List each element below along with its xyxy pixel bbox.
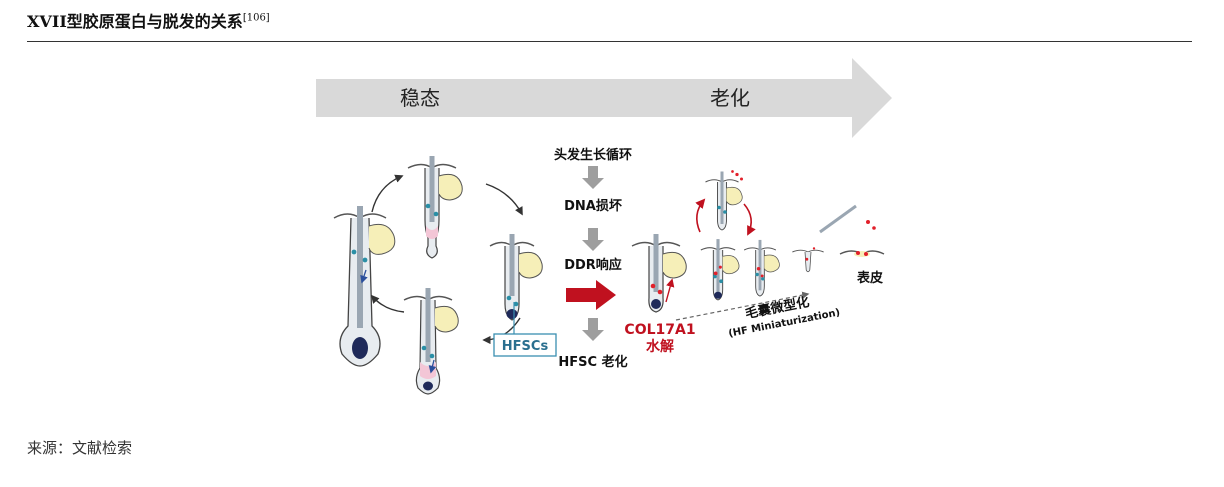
col17-action-label: 水解 (646, 338, 674, 355)
flow-step-hfsc-aging: HFSC 老化 (558, 354, 627, 370)
red-cycle-arrow-up (695, 198, 706, 233)
miniature-follicle-2 (743, 239, 780, 297)
cycle-arrow-4 (370, 294, 405, 313)
follicle-early-anagen (403, 288, 459, 395)
epidermis-label: 表皮 (856, 270, 883, 286)
epidermis-glyph (839, 250, 885, 257)
timeline-arrow (316, 58, 892, 138)
miniaturization-arrow (675, 291, 810, 321)
flow-step-ddr-response: DDR响应 (564, 257, 622, 273)
cycle-arrow-1 (371, 174, 404, 213)
miniature-follicle-top (704, 170, 743, 231)
follicle-anagen (333, 206, 396, 367)
col17-label: COL17A1 (624, 322, 695, 338)
cycle-arrow-2 (485, 183, 523, 216)
red-cycle-arrow-down (743, 203, 756, 236)
follicle-catagen (407, 156, 463, 259)
flow-arrow-3 (582, 318, 604, 341)
flow-arrow-2 (582, 228, 604, 251)
title-divider (27, 41, 1192, 42)
flow-step-dna-damage: DNA损坏 (564, 198, 622, 214)
aged-follicle (631, 234, 687, 313)
timeline-label-aging: 老化 (710, 86, 750, 110)
lost-hair-shaft (819, 204, 857, 234)
hfscs-box (493, 333, 557, 357)
follicle-telogen (489, 234, 543, 321)
source-note: 来源：文献检索 (27, 439, 133, 457)
timeline-label-homeostasis: 稳态 (400, 86, 440, 110)
miniature-follicle-3 (792, 247, 824, 273)
miniature-follicle-1 (700, 238, 740, 301)
hair-cycle (333, 156, 543, 395)
flow-step-hair-cycle: 头发生长循环 (554, 147, 632, 163)
page-title: XVII型胶原蛋白与脱发的关系[106] (27, 12, 270, 31)
reference-mark: [106] (242, 12, 270, 24)
hfscs-label: HFSCs (502, 339, 549, 354)
flow-arrow-1 (582, 166, 604, 189)
red-progression-arrow (566, 280, 616, 310)
